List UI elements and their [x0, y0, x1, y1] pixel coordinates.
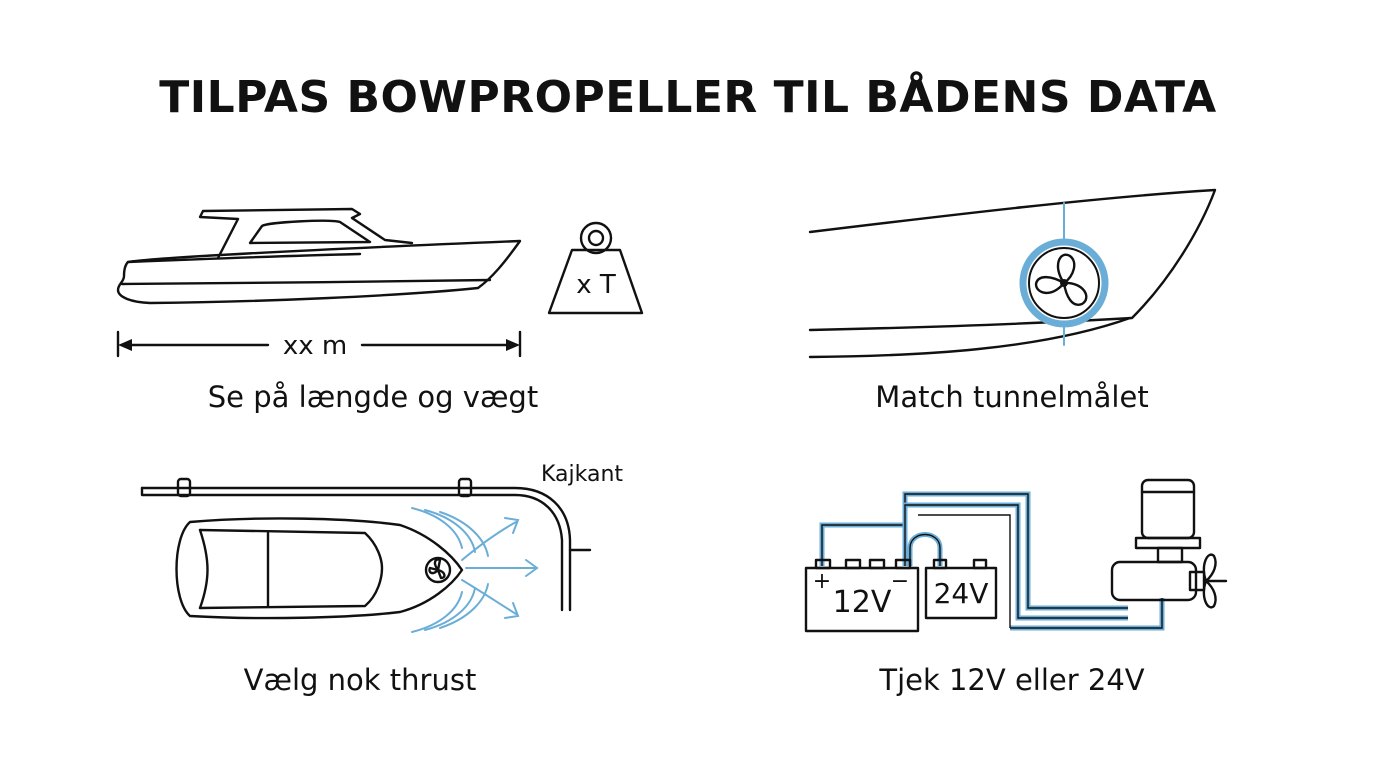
boat-top-view-icon [175, 517, 464, 620]
weight-label: x T [576, 270, 616, 300]
boat-side-view-icon [116, 207, 522, 305]
battery-24v-icon: 24V [924, 558, 998, 620]
minus-sign: − [891, 569, 909, 594]
quay-label: Kajkant [541, 462, 623, 487]
caption-thrust: Vælg nok thrust [243, 663, 477, 697]
tunnel-thruster-icon [1019, 238, 1109, 328]
plus-sign: + [813, 569, 831, 594]
caption-tunnel: Match tunnelmålet [875, 380, 1149, 414]
bow-hull-icon [808, 188, 1217, 359]
thrust-flow-icon [411, 507, 539, 633]
battery-12v-label: 12V [833, 585, 892, 620]
battery-12v-icon: + − 12V [804, 558, 920, 633]
page-title: TILPAS BOWPROPELLER TIL BÅDENS DATA [159, 72, 1217, 123]
thruster-motor-icon [1110, 478, 1228, 609]
weight-icon: x T [547, 221, 644, 315]
length-dimension-arrow: xx m [116, 330, 522, 361]
quay-edge-icon: Kajkant [140, 462, 623, 612]
thruster-fan-icon [424, 556, 452, 584]
battery-24v-label: 24V [934, 577, 989, 610]
caption-voltage: Tjek 12V eller 24V [879, 663, 1145, 697]
caption-length-weight: Se på længde og vægt [207, 380, 539, 414]
wiring-icon [819, 491, 1165, 631]
length-label: xx m [283, 331, 347, 361]
